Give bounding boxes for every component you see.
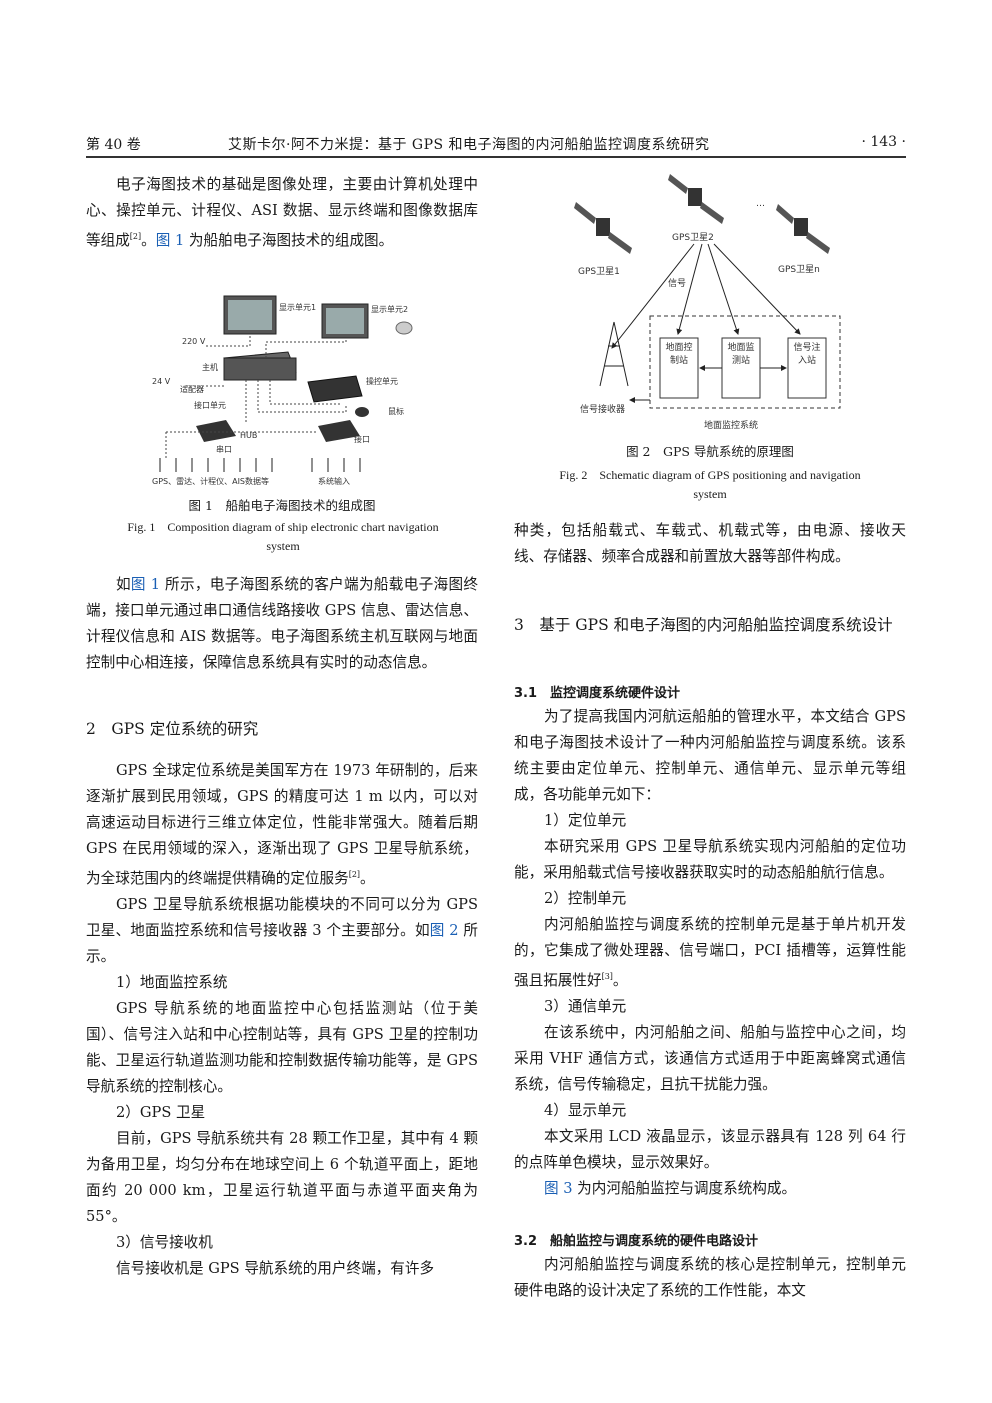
label-host: 主机 bbox=[202, 362, 218, 372]
label-ground-system: 地面监控系统 bbox=[704, 419, 758, 431]
subsection-heading-3-1: 3.1 监控调度系统硬件设计 bbox=[514, 686, 681, 701]
label-sat-1: GPS卫星1 bbox=[578, 266, 620, 277]
paragraph: 信号接收机是 GPS 导航系统的用户终端，有许多 bbox=[116, 1259, 435, 1277]
label-control-unit: 操控单元 bbox=[366, 376, 398, 386]
label-serial-port: 串口 bbox=[216, 445, 232, 454]
label-inputs: GPS、雷达、计程仪、AIS数据等 bbox=[152, 476, 269, 486]
label-display-2: 显示单元2 bbox=[371, 304, 408, 314]
paragraph: 在该系统中，内河船舶之间、船舶与监控中心之间，均采用 VHF 通信方式，该通信方… bbox=[514, 1023, 906, 1093]
running-title: 艾斯卡尔·阿不力米提：基于 GPS 和电子海图的内河船舶监控调度系统研究 bbox=[228, 137, 710, 153]
volume-label: 第 40 卷 bbox=[86, 137, 141, 153]
right-column-2: 为了提高我国内河航运船舶的管理水平，本文结合 GPS 和电子海图技术设计了一种内… bbox=[514, 704, 906, 1202]
label-display-1: 显示单元1 bbox=[279, 302, 316, 312]
satellite-icon bbox=[776, 204, 830, 254]
list-item-heading: 1）地面监控系统 bbox=[116, 973, 228, 991]
figure-link[interactable]: 图 3 bbox=[544, 1179, 573, 1197]
label-system-input: 系统输入 bbox=[318, 476, 350, 486]
paragraph: 种类，包括船载式、车载式、机载式等，由电源、接收天线、存储器、频率合成器和前置放… bbox=[514, 522, 906, 565]
paragraph: 图 3 为内河船舶监控与调度系统构成。 bbox=[544, 1179, 797, 1197]
label-220v: 220 V bbox=[182, 337, 206, 346]
antenna-tower-icon bbox=[599, 321, 629, 387]
paragraph: 内河船舶监控与调度系统的核心是控制单元，控制单元硬件电路的设计决定了系统的工作性… bbox=[514, 1256, 906, 1299]
label-receiver: 信号接收器 bbox=[580, 403, 625, 415]
label-24v: 24 V bbox=[152, 377, 171, 386]
right-column-3: 内河船舶监控与调度系统的核心是控制单元，控制单元硬件电路的设计决定了系统的工作性… bbox=[514, 1252, 906, 1304]
label-ground-control: 地面控制站 bbox=[665, 343, 693, 366]
paragraph: 电子海图技术的基础是图像处理，主要由计算机处理中心、操控单元、计程仪、ASI 数… bbox=[86, 176, 478, 249]
label-mouse: 鼠标 bbox=[388, 406, 404, 416]
figure-2-caption: 图 2 GPS 导航系统的原理图 bbox=[626, 444, 794, 459]
list-item-heading: 4）显示单元 bbox=[544, 1101, 627, 1119]
figure-link[interactable]: 图 2 bbox=[429, 921, 459, 939]
label-adapter: 适配器 bbox=[180, 384, 204, 394]
running-header: 第 40 卷 艾斯卡尔·阿不力米提：基于 GPS 和电子海图的内河船舶监控调度系… bbox=[86, 132, 906, 158]
list-item-heading: 2）控制单元 bbox=[544, 890, 627, 907]
label-signal: 信号 bbox=[668, 277, 686, 289]
list-item-heading: 2）GPS 卫星 bbox=[116, 1103, 206, 1121]
label-port: 接口 bbox=[354, 434, 370, 444]
paragraph: 如图 1 所示，电子海图系统的客户端为船载电子海图终端，接口单元通过串口通信线路… bbox=[86, 576, 478, 671]
figure-link[interactable]: 图 1 bbox=[130, 576, 161, 593]
label-hub: HUB bbox=[240, 431, 257, 440]
paragraph: 目前，GPS 导航系统共有 28 颗工作卫星，其中有 4 颗为备用卫星，均匀分布… bbox=[86, 1129, 478, 1225]
list-item-heading: 3）通信单元 bbox=[544, 997, 627, 1015]
label-dots: … bbox=[756, 199, 765, 209]
paragraph: 为了提高我国内河航运船舶的管理水平，本文结合 GPS 和电子海图技术设计了一种内… bbox=[514, 708, 906, 803]
satellite-icon bbox=[574, 202, 632, 254]
label-sat-2: GPS卫星2 bbox=[672, 232, 714, 243]
satellite-icon bbox=[668, 174, 724, 224]
figure-1-caption-en: Fig. 1 Composition diagram of ship elect… bbox=[127, 520, 439, 553]
label-interface-unit: 接口单元 bbox=[194, 400, 226, 410]
page-number: · 143 · bbox=[861, 134, 906, 150]
left-column: 电子海图技术的基础是图像处理，主要由计算机处理中心、操控单元、计程仪、ASI 数… bbox=[86, 172, 478, 254]
figure-2-diagram: … GPS卫星1 GPS卫星2 GPS卫星n 信号 信号接收器 地面控制站 地面… bbox=[574, 174, 841, 431]
paragraph: 内河船舶监控与调度系统的控制单元是基于单片机开发的，它集成了微处理器、信号端口，… bbox=[514, 916, 906, 989]
right-column-1: 种类，包括船载式、车载式、机载式等，由电源、接收天线、存储器、频率合成器和前置放… bbox=[514, 518, 906, 570]
section-heading-2: 2 GPS 定位系统的研究 bbox=[86, 720, 259, 738]
label-ground-monitor: 地面监测站 bbox=[727, 343, 755, 366]
list-item-heading: 3）信号接收机 bbox=[116, 1233, 213, 1251]
section-heading-3: 3 基于 GPS 和电子海图的内河船舶监控调度系统设计 bbox=[514, 616, 893, 634]
label-sat-n: GPS卫星n bbox=[778, 264, 820, 275]
paragraph: GPS 卫星导航系统根据功能模块的不同可以分为 GPS 卫星、地面监控系统和信号… bbox=[86, 895, 478, 965]
subsection-heading-3-2: 3.2 船舶监控与调度系统的硬件电路设计 bbox=[514, 1234, 759, 1249]
paragraph: 本研究采用 GPS 卫星导航系统实现内河船舶的定位功能，采用船载式信号接收器获取… bbox=[514, 838, 906, 881]
label-signal-injection: 信号注入站 bbox=[793, 343, 821, 366]
figure-2-caption-en: Fig. 2 Schematic diagram of GPS position… bbox=[559, 468, 861, 501]
figure-1-diagram: 显示单元1 显示单元2 220 V 主机 24 V 适配器 接口单元 操控单元 … bbox=[152, 295, 413, 486]
paragraph: GPS 全球定位系统是美国军方在 1973 年研制的，后来逐渐扩展到民用领域，G… bbox=[86, 762, 478, 887]
left-column-2: 如图 1 所示，电子海图系统的客户端为船载电子海图终端，接口单元通过串口通信线路… bbox=[86, 572, 478, 676]
paragraph: 本文采用 LCD 液晶显示，该显示器具有 128 列 64 行的点阵单色模块，显… bbox=[514, 1127, 906, 1171]
paragraph: GPS 导航系统的地面监控中心包括监测站（位于美国）、信号注入站和中心控制站等，… bbox=[86, 999, 478, 1095]
left-column-3: GPS 全球定位系统是美国军方在 1973 年研制的，后来逐渐扩展到民用领域，G… bbox=[86, 758, 478, 1282]
figure-link[interactable]: 图 1 bbox=[155, 231, 185, 249]
figure-1-caption: 图 1 船舶电子海图技术的组成图 bbox=[188, 498, 376, 513]
list-item-heading: 1）定位单元 bbox=[544, 812, 627, 829]
